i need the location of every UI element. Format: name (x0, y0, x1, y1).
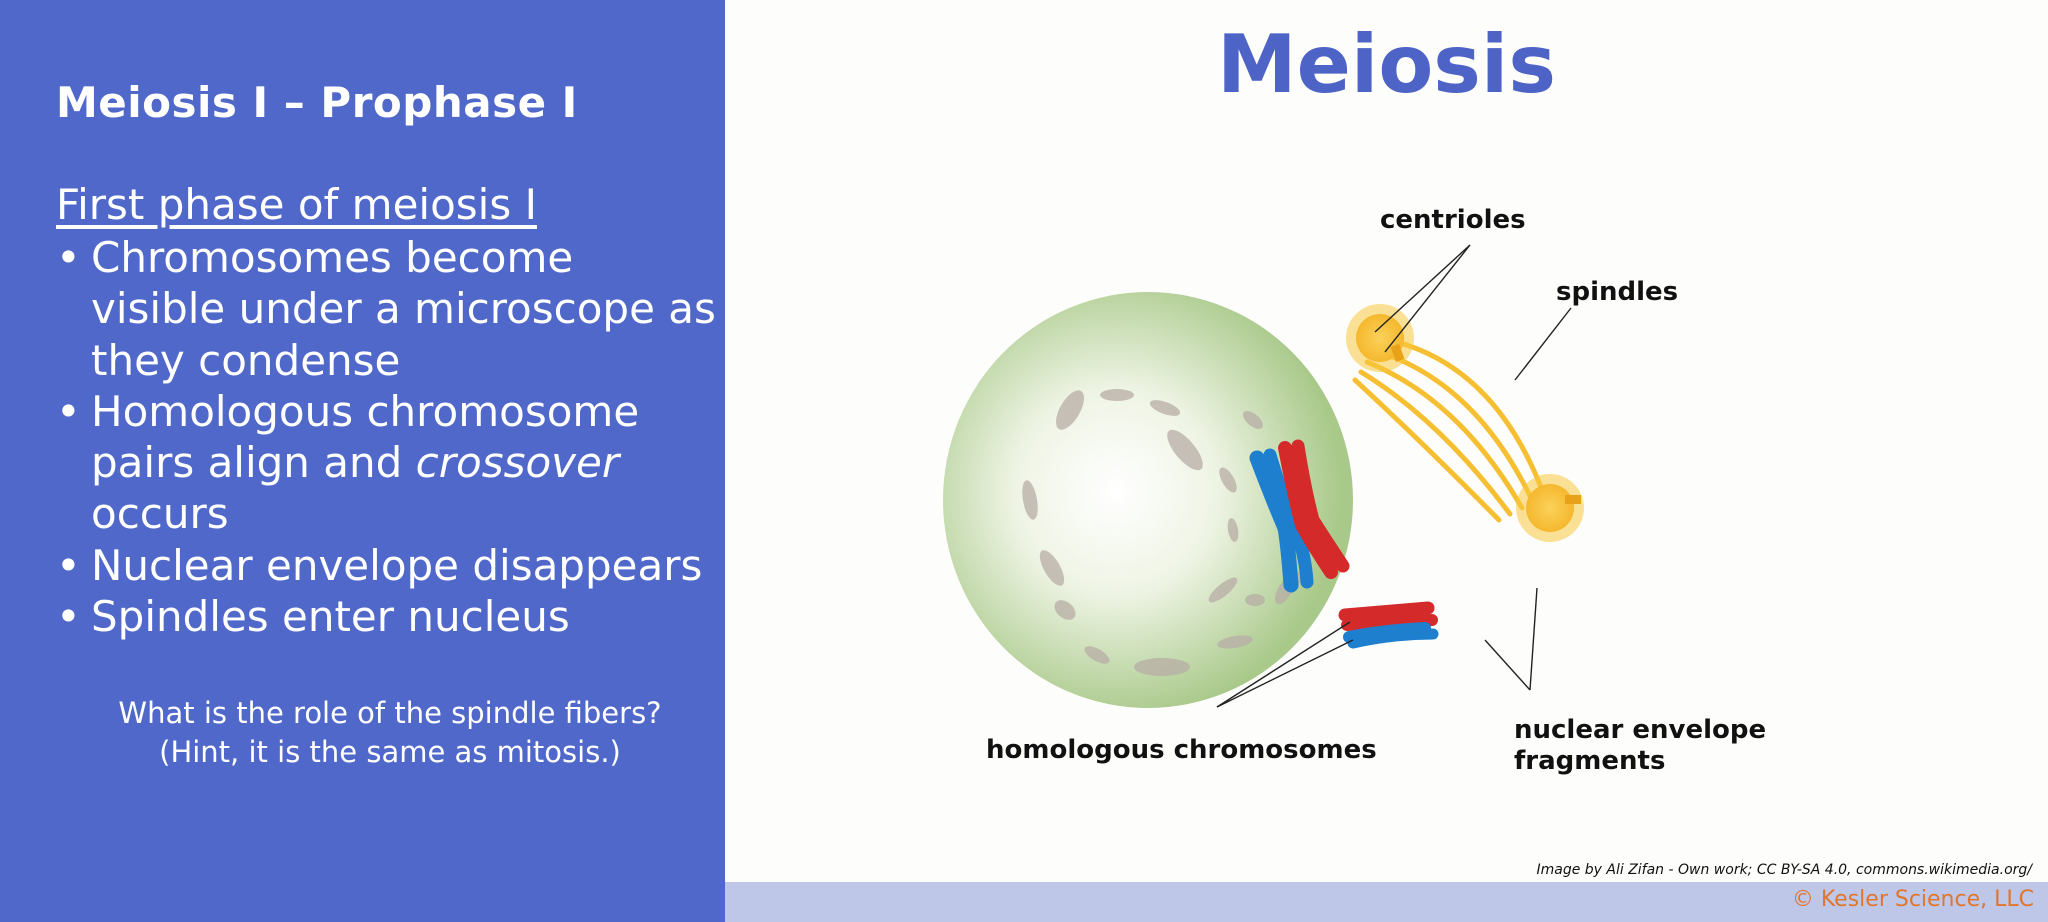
leader-line-centrioles (1384, 244, 1471, 353)
fragment (1243, 411, 1263, 429)
right-diagram-panel: Meiosis (725, 0, 2048, 922)
centriole-pair (1390, 343, 1405, 362)
fragment (1084, 646, 1110, 664)
bullet-list: • Chromosomes become visible under a mic… (56, 232, 716, 642)
bullet-text: Chromosomes become visible under a micro… (91, 233, 716, 385)
fragment (1208, 577, 1238, 603)
fragment (1056, 390, 1084, 430)
bullet-item: • Nuclear envelope disappears (56, 540, 716, 591)
bullet-dot: • (56, 592, 81, 642)
footer-bar: © Kesler Science, LLC (725, 882, 2048, 922)
spindle-fiber (1358, 369, 1513, 517)
left-text-panel: Meiosis I – Prophase I First phase of me… (0, 0, 725, 922)
subheading: First phase of meiosis I (56, 180, 537, 229)
label-line: fragments (1514, 746, 1666, 776)
emphasis-term: crossover (415, 438, 620, 488)
leader-lines (1216, 244, 1572, 708)
leader-line-homologous (1216, 621, 1351, 708)
bullet-dot: • (56, 540, 81, 590)
leader-line-centrioles (1374, 244, 1471, 333)
chromosome-blue (1347, 628, 1439, 649)
bullet-text: Homologous chromosome pairs align and cr… (91, 386, 716, 540)
fragment (1217, 635, 1253, 649)
bullet-text-part: Homologous chromosome pairs align and (91, 386, 640, 488)
prophase-cell-diagram (943, 244, 1584, 708)
fragment (1167, 429, 1203, 471)
bullet-text: Spindles enter nucleus (91, 592, 570, 642)
centriole-pair (1565, 495, 1581, 504)
bullet-item: • Spindles enter nucleus (56, 591, 716, 642)
bullet-text: Nuclear envelope disappears (91, 540, 703, 590)
leader-line-spindles (1514, 307, 1572, 381)
image-credit: Image by Ali Zifan - Own work; CC BY-SA … (1536, 862, 2032, 878)
label-homologous-chromosomes: homologous chromosomes (986, 735, 1377, 765)
fragment (1245, 594, 1265, 606)
chromosome-blue (1249, 450, 1299, 593)
spindle-fiber (1352, 377, 1502, 523)
slide-title: Meiosis (1217, 18, 1556, 111)
leader-line-homologous (1216, 639, 1354, 708)
aster-core (1526, 484, 1574, 532)
bullet-text-part: occurs (91, 489, 229, 539)
bullet-item: • Homologous chromosome pairs align and … (56, 386, 716, 540)
chromosome-pair-vertical (1249, 439, 1350, 593)
chromosome-blue (1343, 622, 1431, 643)
label-nuclear-envelope-fragments: nuclear envelope fragments (1514, 715, 1766, 777)
chromosome-blue (1263, 448, 1314, 589)
copyright-notice: © Kesler Science, LLC (1791, 887, 2034, 912)
hint-line: (Hint, it is the same as mitosis.) (159, 735, 621, 769)
label-centrioles: centrioles (1380, 205, 1526, 235)
section-title: Meiosis I – Prophase I (56, 78, 578, 127)
fragment (1149, 400, 1181, 416)
fragment (1100, 389, 1134, 401)
discussion-question: What is the role of the spindle fibers? … (40, 694, 740, 772)
fragment (1227, 518, 1239, 542)
spindle-fiber (1364, 359, 1525, 511)
chromosome-red (1338, 601, 1435, 622)
chromosome-red (1341, 614, 1438, 631)
bullet-item: • Chromosomes become visible under a mic… (56, 232, 716, 386)
fragment (1039, 550, 1065, 586)
bullet-dot: • (56, 233, 81, 282)
fragment (1054, 600, 1076, 620)
bullet-dot: • (56, 386, 81, 436)
fragment (1022, 480, 1038, 520)
centriole-bottom (1516, 474, 1584, 542)
chromosome-red (1291, 439, 1350, 573)
leader-line-nuclear (1529, 587, 1538, 691)
fragment (1134, 658, 1190, 676)
chromosome-pair-horizontal (1338, 601, 1439, 649)
label-spindles: spindles (1556, 277, 1679, 307)
question-line: What is the role of the spindle fibers? (118, 696, 662, 730)
centriole-top (1346, 304, 1414, 372)
leader-line-nuclear (1484, 639, 1531, 691)
fragment (1219, 467, 1237, 493)
label-line: nuclear envelope (1514, 715, 1767, 745)
chromosome-red (1278, 441, 1338, 579)
